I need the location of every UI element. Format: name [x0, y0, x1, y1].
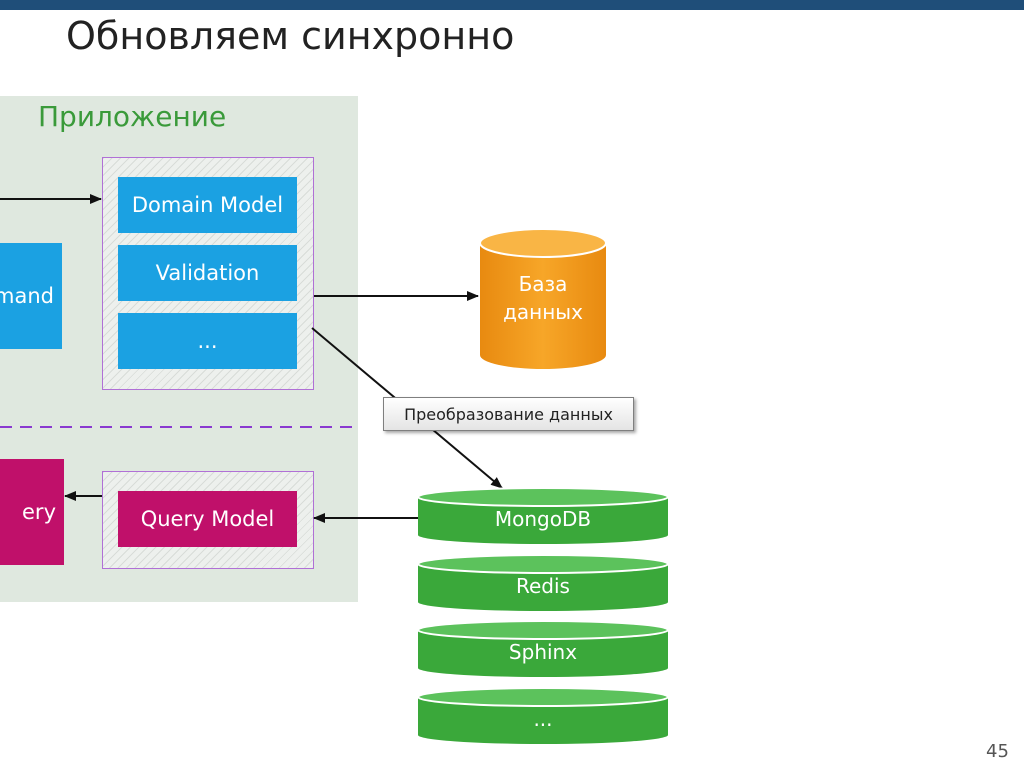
validation-box: Validation [118, 245, 297, 301]
query-box: ery [0, 459, 64, 565]
query-model-box: Query Model [118, 491, 297, 547]
more-write-items-box: ... [118, 313, 297, 369]
domain-model-label: Domain Model [131, 193, 284, 217]
mongodb-store: MongoDB [417, 487, 669, 544]
command-box: mand [0, 243, 62, 349]
command-box-label: mand [0, 284, 54, 308]
title-bar [0, 0, 1024, 10]
database-label-line1: База [519, 272, 568, 296]
redis-store: Redis [417, 554, 669, 611]
more-write-items-label: ... [197, 329, 218, 353]
slide-title: Обновляем синхронно [66, 14, 515, 58]
application-label: Приложение [38, 100, 227, 133]
validation-label: Validation [155, 261, 260, 285]
database-cylinder: База данных [479, 228, 607, 369]
transform-callout: Преобразование данных [383, 397, 634, 431]
domain-model-box: Domain Model [118, 177, 297, 233]
query-box-label: ery [22, 500, 56, 524]
redis-label: Redis [516, 574, 570, 598]
sphinx-label: Sphinx [509, 640, 577, 664]
page-number: 45 [986, 741, 1009, 762]
transform-label: Преобразование данных [404, 404, 613, 424]
more-stores: ... [417, 687, 669, 744]
sphinx-store: Sphinx [417, 620, 669, 677]
mongodb-label: MongoDB [495, 507, 591, 531]
more-stores-label: ... [533, 707, 552, 731]
query-model-label: Query Model [140, 507, 275, 531]
database-label-line2: данных [503, 300, 583, 324]
